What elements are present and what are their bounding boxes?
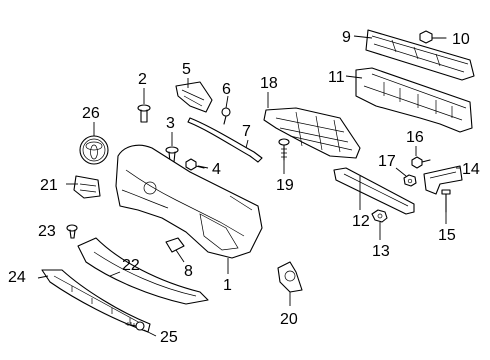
callout-12: 12 xyxy=(352,213,370,230)
side-bracket-part xyxy=(423,165,463,195)
skid-plate-part xyxy=(41,269,151,333)
emblem-part xyxy=(79,135,109,165)
callout-labels: 9 10 11 18 19 5 6 7 2 3 4 26 21 1 8 12 1… xyxy=(8,29,480,346)
callout-19: 19 xyxy=(276,177,294,194)
side-bracket-part xyxy=(175,81,213,113)
bolt-part xyxy=(221,107,231,125)
callout-4: 4 xyxy=(212,161,221,178)
push-clip-part xyxy=(165,146,179,163)
callout-16: 16 xyxy=(406,129,424,146)
bumper-cover-part xyxy=(115,144,263,259)
bolt-part xyxy=(441,189,451,213)
energy-absorber-part xyxy=(355,67,473,133)
callout-5: 5 xyxy=(182,61,191,78)
callout-10: 10 xyxy=(452,31,470,48)
callout-11: 11 xyxy=(328,69,345,86)
lower-support-part xyxy=(333,167,415,215)
bolt-part xyxy=(419,30,447,44)
callout-22: 22 xyxy=(122,257,140,274)
reinforcement-bar-part xyxy=(365,29,475,81)
callout-2: 2 xyxy=(138,71,147,88)
leader-lines xyxy=(37,35,460,337)
callout-14: 14 xyxy=(462,161,480,178)
screw-part xyxy=(125,321,145,331)
retainer-clip-part xyxy=(137,104,151,123)
callout-18: 18 xyxy=(260,75,278,92)
callout-15: 15 xyxy=(438,227,456,244)
callout-23: 23 xyxy=(38,223,56,240)
screw-part xyxy=(185,158,205,171)
bolt-part xyxy=(278,138,290,161)
callout-6: 6 xyxy=(222,81,231,98)
callout-25: 25 xyxy=(160,329,178,346)
callout-1: 1 xyxy=(223,277,232,294)
tow-hook-cover-part xyxy=(165,237,185,253)
callout-7: 7 xyxy=(242,123,251,140)
clip-part xyxy=(66,224,78,239)
callout-9: 9 xyxy=(342,29,351,46)
sensor-bracket-part xyxy=(277,261,303,293)
callout-13: 13 xyxy=(372,243,390,260)
molding-strip-part xyxy=(187,117,263,163)
nut-part xyxy=(403,174,417,187)
callout-24: 24 xyxy=(8,269,26,286)
callout-3: 3 xyxy=(166,115,175,132)
callout-17: 17 xyxy=(378,153,396,170)
bracket-part xyxy=(73,175,101,199)
callout-20: 20 xyxy=(280,311,298,328)
lower-spoiler-part xyxy=(77,237,209,305)
grille-support-part xyxy=(263,107,361,159)
callout-8: 8 xyxy=(184,263,193,280)
screw-part xyxy=(411,156,431,169)
nut-part xyxy=(371,209,388,223)
callout-21: 21 xyxy=(40,177,58,194)
callout-26: 26 xyxy=(82,105,100,122)
